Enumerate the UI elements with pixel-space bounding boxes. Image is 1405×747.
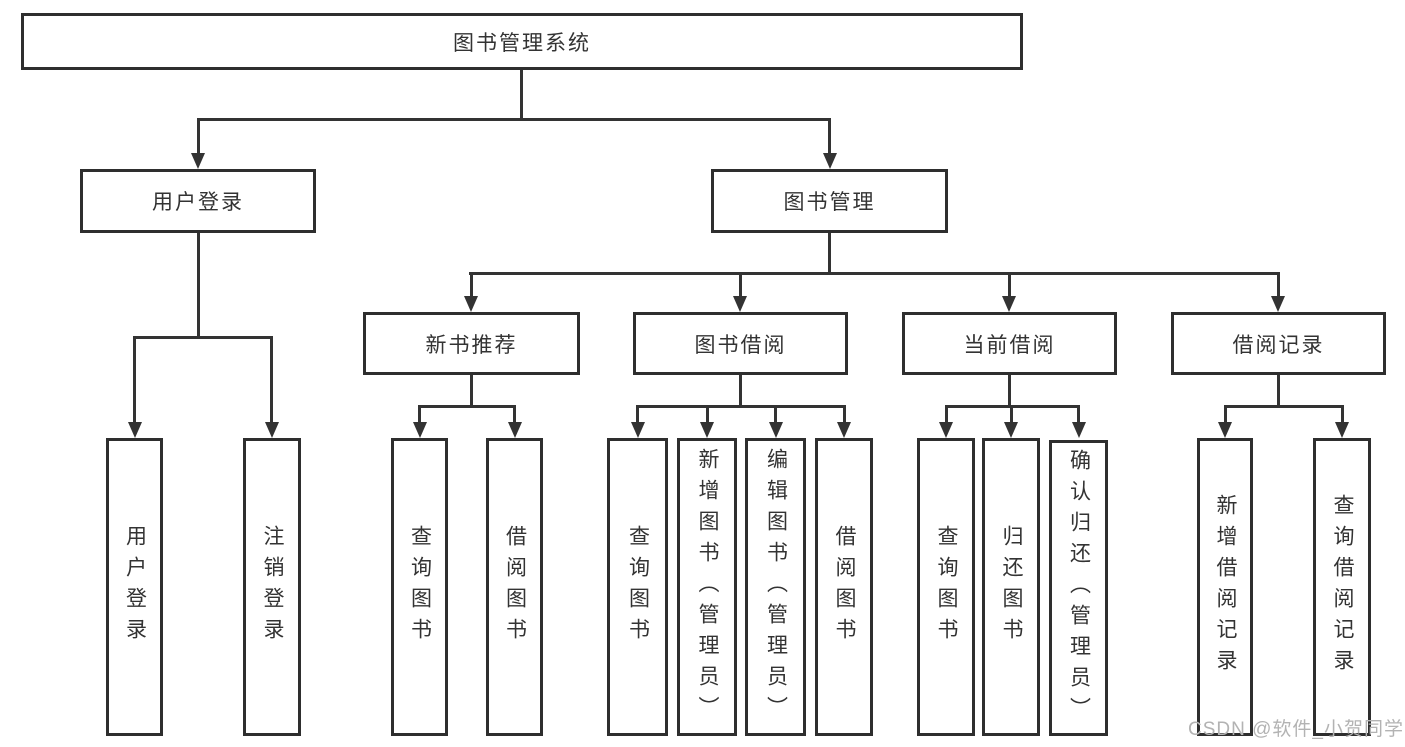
connector-drop (1224, 405, 1227, 422)
csdn-watermark: CSDN @软件_小贺同学 (1188, 719, 1404, 740)
connector-drop (774, 405, 777, 422)
node-current-borrowing: 当前借阅 (902, 312, 1117, 375)
arrowhead-down (769, 422, 783, 438)
node-label: 注销登录 (261, 525, 284, 649)
connector-drop (1277, 272, 1280, 296)
leaf-add-borrow-record: 新增借阅记录 (1197, 438, 1253, 736)
leaf-query-books-borrowing: 查询图书 (607, 438, 668, 736)
arrowhead-down (823, 153, 837, 169)
node-new-book-recommend: 新书推荐 (363, 312, 580, 375)
connector-stem (739, 375, 742, 405)
node-root-library-system: 图书管理系统 (21, 13, 1023, 70)
node-label: 查询图书 (935, 525, 958, 649)
connector-drop (1077, 405, 1080, 422)
connector-drop (513, 405, 516, 422)
node-label: 图书管理 (783, 191, 876, 214)
connector-bus (469, 272, 1280, 275)
node-label: 借阅记录 (1232, 333, 1325, 357)
connector-drop (636, 405, 639, 422)
connector-drop (828, 118, 831, 154)
node-label: 图书管理系统 (453, 31, 591, 55)
connector-drop (1341, 405, 1344, 422)
node-book-borrowing: 图书借阅 (633, 312, 848, 375)
node-label: 新增图书（管理员） (696, 447, 719, 727)
connector-bus (197, 118, 831, 121)
node-label: 查询图书 (408, 525, 432, 649)
node-label: 图书借阅 (694, 333, 787, 357)
leaf-query-books-recommend: 查询图书 (391, 438, 448, 736)
node-user-login: 用户登录 (80, 169, 316, 233)
connector-bus (418, 405, 515, 408)
leaf-query-borrow-record: 查询借阅记录 (1313, 438, 1371, 736)
node-label: 用户登录 (123, 525, 147, 649)
arrowhead-down (1218, 422, 1232, 438)
node-borrowing-records: 借阅记录 (1171, 312, 1386, 375)
arrowhead-down (508, 422, 522, 438)
arrowhead-down (191, 153, 205, 169)
arrowhead-down (413, 422, 427, 438)
connector-drop (706, 405, 709, 422)
leaf-user-login: 用户登录 (106, 438, 163, 736)
arrowhead-down (1335, 422, 1349, 438)
leaf-add-books-admin: 新增图书（管理员） (677, 438, 737, 736)
leaf-query-books-current: 查询图书 (917, 438, 975, 736)
arrowhead-down (128, 422, 142, 438)
connector-bus (133, 336, 273, 339)
arrowhead-down (700, 422, 714, 438)
leaf-borrow-books: 借阅图书 (815, 438, 873, 736)
node-label: 新增借阅记录 (1214, 494, 1237, 680)
arrowhead-down (464, 296, 478, 312)
node-label: 归还图书 (1000, 525, 1023, 649)
connector-stem (197, 233, 200, 336)
leaf-confirm-return-admin: 确认归还（管理员） (1049, 440, 1108, 736)
connector-drop (133, 336, 136, 422)
leaf-edit-books-admin: 编辑图书（管理员） (745, 438, 806, 736)
arrowhead-down (1004, 422, 1018, 438)
node-label: 借阅图书 (503, 525, 527, 649)
connector-bus (1224, 405, 1343, 408)
leaf-logout: 注销登录 (243, 438, 301, 736)
arrowhead-down (1002, 296, 1016, 312)
arrowhead-down (631, 422, 645, 438)
connector-drop (270, 336, 273, 422)
connector-drop (1008, 272, 1011, 296)
arrowhead-down (1271, 296, 1285, 312)
node-label: 用户登录 (152, 191, 244, 214)
connector-drop (945, 405, 948, 422)
connector-stem (1008, 375, 1011, 405)
leaf-borrow-books-recommend: 借阅图书 (486, 438, 543, 736)
arrowhead-down (733, 296, 747, 312)
connector-stem (520, 70, 523, 118)
node-label: 查询借阅记录 (1331, 494, 1354, 680)
arrowhead-down (837, 422, 851, 438)
connector-drop (418, 405, 421, 422)
connector-stem (1277, 375, 1280, 405)
connector-drop (197, 118, 200, 154)
connector-bus (636, 405, 845, 408)
connector-stem (828, 233, 831, 272)
node-book-management: 图书管理 (711, 169, 948, 233)
arrowhead-down (265, 422, 279, 438)
leaf-return-books: 归还图书 (982, 438, 1040, 736)
connector-stem (470, 375, 473, 405)
node-label: 编辑图书（管理员） (764, 447, 788, 727)
arrowhead-down (1072, 422, 1086, 438)
node-label: 新书推荐 (425, 333, 518, 357)
node-label: 借阅图书 (833, 525, 856, 649)
connector-drop (1010, 405, 1013, 422)
arrowhead-down (939, 422, 953, 438)
connector-drop (470, 272, 473, 296)
node-label: 查询图书 (626, 525, 650, 649)
node-label: 当前借阅 (963, 333, 1056, 357)
node-label: 确认归还（管理员） (1067, 448, 1091, 728)
connector-drop (843, 405, 846, 422)
connector-drop (739, 272, 742, 296)
